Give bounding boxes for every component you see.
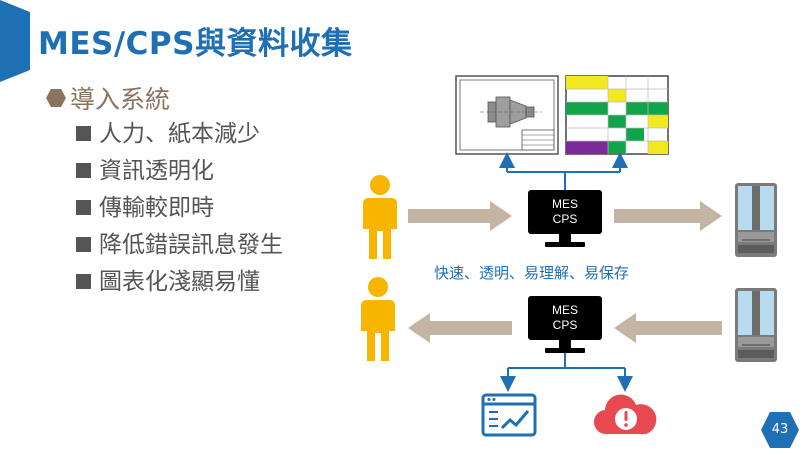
bullet-item: 資訊透明化 [76,153,283,190]
bullet-item: 人力、紙本減少 [76,116,283,153]
dashboard-chart-icon [481,393,537,437]
page-number: 43 [771,422,789,437]
monitor-bottom-line2: CPS [553,318,578,332]
square-bullet-icon [76,163,91,178]
bullet-list: 人力、紙本減少 資訊透明化 傳輸較即時 降低錯誤訊息發生 圖表化淺顯易懂 [76,116,283,301]
arrow-left [614,313,722,343]
hexagon-bullet-icon [46,89,66,107]
page-number-badge [761,412,799,448]
monitor-bottom: MES CPS [528,296,602,353]
monitor-bottom-line1: MES [552,303,578,317]
machine-icon [735,183,777,257]
square-bullet-icon [76,126,91,141]
monitor-top-line2: CPS [553,212,578,226]
diagram-caption: 快速、透明、易理解、易保存 [434,264,630,282]
section-heading-text: 導入系統 [70,85,171,114]
monitor-top: MES CPS [528,190,602,247]
section-heading: 導入系統 [46,80,170,116]
bullet-item: 降低錯誤訊息發生 [76,227,283,264]
schedule-chart-icon [565,75,669,155]
monitor-top-line1: MES [552,197,578,211]
person-icon [361,277,395,361]
corner-decoration [0,0,30,82]
arrow-right [614,201,722,231]
arrow-left [408,313,512,343]
slide-title: MES/CPS與資料收集 [38,26,353,62]
square-bullet-icon [76,200,91,215]
person-icon [363,175,397,259]
square-bullet-icon [76,237,91,252]
cloud-alert-icon [593,394,657,435]
connector-bottom [500,353,633,392]
cad-drawing-icon [455,75,559,155]
machine-icon [735,288,777,362]
square-bullet-icon [76,274,91,289]
bullet-item: 圖表化淺顯易懂 [76,264,283,301]
bullet-item: 傳輸較即時 [76,190,283,227]
connector-top [499,152,628,190]
arrow-right [408,201,512,231]
